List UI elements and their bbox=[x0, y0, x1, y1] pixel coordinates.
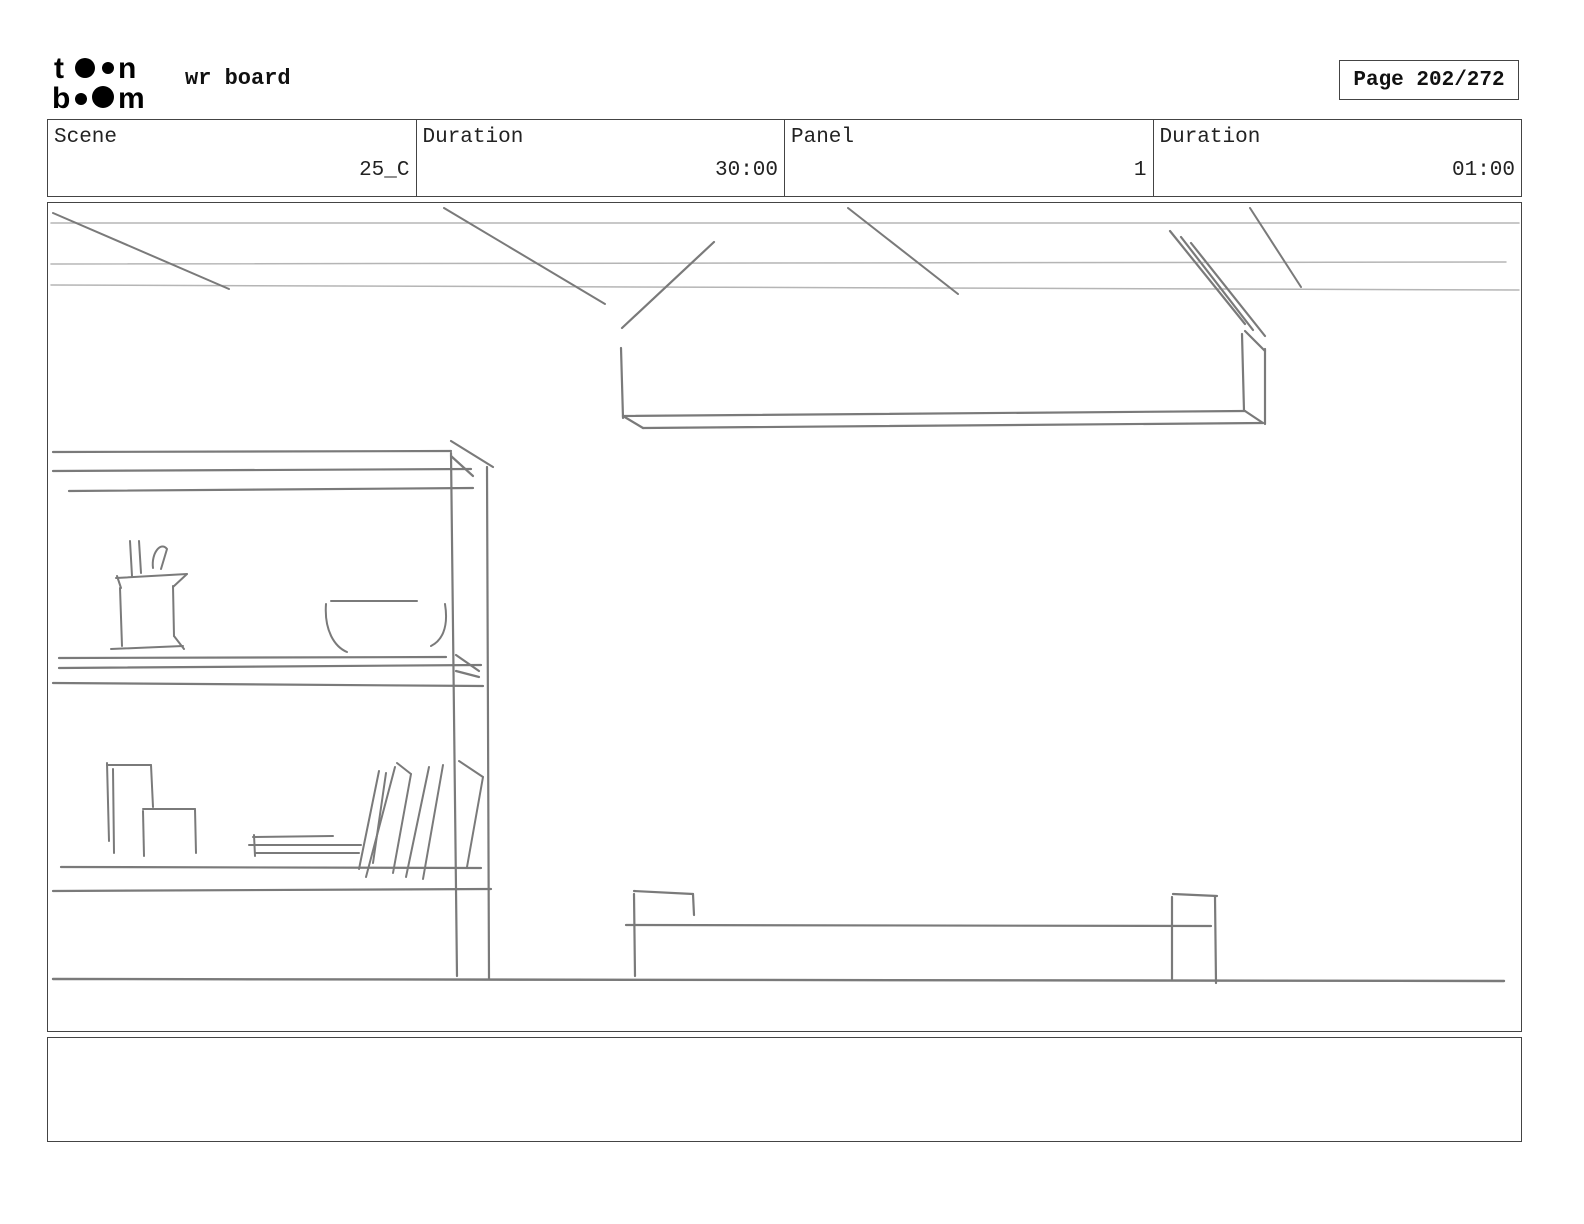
page-indicator: Page 202/272 bbox=[1339, 60, 1519, 100]
svg-text:b: b bbox=[52, 82, 70, 112]
panel-info-table: Scene 25_C Duration 30:00 Panel 1 Durati… bbox=[47, 119, 1522, 197]
scene-duration-label: Duration bbox=[422, 126, 524, 149]
floor-line bbox=[51, 977, 1506, 983]
panel-cell: Panel 1 bbox=[785, 120, 1154, 196]
panel-value: 1 bbox=[1133, 159, 1147, 182]
scene-value: 25_C bbox=[359, 159, 410, 182]
scene-duration-cell: Duration 30:00 bbox=[417, 120, 785, 196]
svg-text:n: n bbox=[118, 52, 136, 85]
scene-label: Scene bbox=[54, 126, 118, 149]
jars bbox=[106, 762, 197, 857]
bookshelf bbox=[51, 439, 495, 981]
room-sketch bbox=[50, 207, 1520, 985]
panel-label: Panel bbox=[791, 126, 855, 149]
ceiling-beams bbox=[52, 207, 1302, 305]
bench bbox=[624, 889, 1219, 985]
svg-text:t: t bbox=[54, 52, 64, 85]
panel-duration-label: Duration bbox=[1159, 126, 1261, 149]
ceiling-lines bbox=[50, 222, 1520, 291]
bowl bbox=[324, 600, 447, 653]
svg-text:m: m bbox=[118, 82, 145, 112]
storyboard-panel-image bbox=[47, 202, 1522, 1032]
scene-cell: Scene 25_C bbox=[48, 120, 417, 196]
utensil-holder bbox=[110, 540, 188, 650]
hanging-fixture bbox=[619, 229, 1267, 430]
board-title: wr board bbox=[185, 66, 291, 91]
toonboom-logo: t n b m bbox=[52, 52, 145, 112]
panel-notes-text bbox=[48, 1038, 1521, 1054]
panel-notes-box bbox=[47, 1037, 1522, 1142]
scene-duration-value: 30:00 bbox=[714, 159, 778, 182]
books bbox=[248, 760, 484, 880]
panel-duration-value: 01:00 bbox=[1451, 159, 1515, 182]
panel-duration-cell: Duration 01:00 bbox=[1154, 120, 1522, 196]
